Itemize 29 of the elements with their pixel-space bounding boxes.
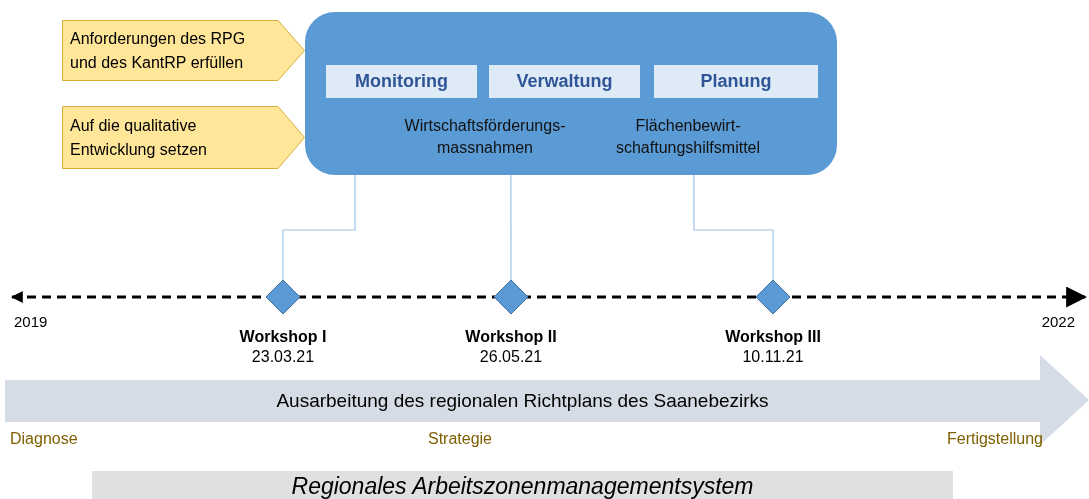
- phase-label: Strategie: [428, 430, 492, 448]
- date-label: 10.11.21: [741, 348, 805, 366]
- connector-line: [282, 174, 356, 281]
- category-tab: Monitoring: [326, 65, 477, 98]
- phase-label: Fertigstellung: [946, 430, 1043, 448]
- phase-label: Diagnose: [10, 430, 78, 448]
- goal-text: Auf die qualitative Entwicklung setzen: [70, 115, 208, 160]
- process-text: Ausarbeitung des regionalen Richtplans des Saanebezirks: [276, 390, 769, 411]
- milestone-diamond: [756, 280, 790, 314]
- milestone-diamond: [266, 280, 300, 314]
- caption-bar: Regionales Arbeitszonenmanagementsystem: [92, 471, 953, 499]
- container-box: [305, 12, 837, 175]
- date-label: 23.03.21: [250, 348, 316, 366]
- year-label: 2019: [14, 313, 48, 330]
- connector-line: [510, 174, 512, 281]
- goal-arrow-shape: [62, 20, 305, 81]
- milestone-diamond: [494, 280, 528, 314]
- year-label: 2022: [1041, 313, 1075, 330]
- connector-line: [693, 174, 774, 281]
- workshop-title: Workshop III: [724, 328, 822, 346]
- date-label: 26.05.21: [478, 348, 544, 366]
- description-text: Flächenbewirt- schaftungshilfsmittel: [614, 116, 762, 158]
- category-tab: Verwaltung: [489, 65, 640, 98]
- workshop-title: Workshop I: [238, 328, 328, 346]
- goal-arrow-shape: [62, 106, 305, 169]
- goal-text: Anforderungen des RPG und des KantRP erfüllen: [70, 28, 247, 73]
- workshop-title: Workshop II: [464, 328, 558, 346]
- category-tab: Planung: [654, 65, 818, 98]
- description-text: Wirtschaftsförderungs- massnahmen: [403, 116, 567, 158]
